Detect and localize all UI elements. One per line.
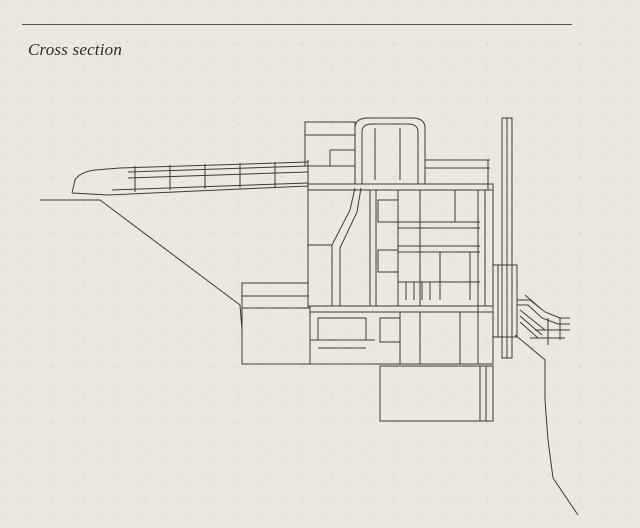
lower-floors bbox=[242, 283, 493, 421]
terrain-line bbox=[40, 200, 578, 515]
header-rule bbox=[22, 24, 572, 25]
bridge-deck bbox=[72, 160, 308, 195]
external-stair bbox=[517, 295, 570, 345]
page-title: Cross section bbox=[28, 40, 123, 59]
retaining-wall bbox=[493, 118, 517, 358]
roof-structure bbox=[305, 118, 490, 190]
building-body bbox=[308, 184, 493, 306]
